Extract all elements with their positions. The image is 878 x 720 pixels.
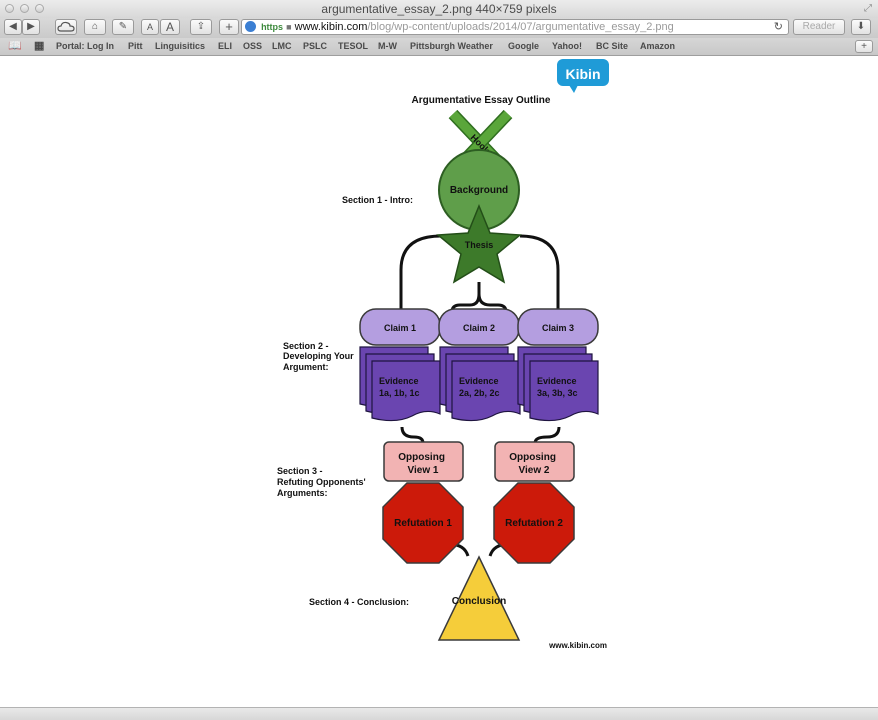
claim-1-box: Claim 1 xyxy=(359,308,441,346)
essay-outline-image: Hook Background Thesis Argumentative Ess… xyxy=(277,59,609,650)
status-bar xyxy=(0,707,878,720)
evidence-2-stack: Evidence 2a, 2b, 2c xyxy=(439,346,521,422)
downloads-button[interactable]: ⬇ xyxy=(851,19,871,35)
refutation-2-octagon: Refutation 2 xyxy=(493,482,575,564)
claim-2-label: Claim 2 xyxy=(463,323,495,333)
diagram-title: Argumentative Essay Outline xyxy=(412,95,551,106)
browser-toolbar: ◀ ▶ ⌂ ✎ A A ⇪ + https ■ www.kibin.com/bl… xyxy=(0,18,878,38)
bookmark-eli[interactable]: ELI xyxy=(218,41,233,51)
back-button[interactable]: ◀ xyxy=(4,19,22,35)
back-arrow-icon: ◀ xyxy=(9,21,17,32)
opposing-view-2-label: Opposing View 2 xyxy=(509,452,558,476)
https-badge: https xyxy=(261,22,284,32)
bookmark-pslc[interactable]: PSLC xyxy=(303,41,328,51)
bookmark-mw[interactable]: M-W xyxy=(378,41,397,51)
icloud-tabs-button[interactable] xyxy=(55,19,77,35)
bookmark-linguistics[interactable]: Linguisitics xyxy=(155,41,206,51)
refutation-1-label: Refutation 1 xyxy=(394,518,452,529)
bookmark-tesol[interactable]: TESOL xyxy=(338,41,369,51)
lock-icon: ■ xyxy=(286,22,292,32)
evidence-2-label: Evidence 2a, 2b, 2c xyxy=(459,376,501,398)
url-path: /blog/wp-content/uploads/2014/07/argumen… xyxy=(367,21,674,33)
font-larger-button[interactable]: A xyxy=(160,19,180,35)
address-bar[interactable]: https ■ www.kibin.com/blog/wp-content/up… xyxy=(241,19,789,35)
bookmarks-bar: 📖 ▦ Portal: Log In Pitt Linguisitics ELI… xyxy=(0,38,878,56)
top-sites-icon[interactable]: ▦ xyxy=(34,40,45,52)
reload-icon[interactable]: ↻ xyxy=(773,21,783,33)
thesis-star xyxy=(436,204,522,284)
kibin-logo-text: Kibin xyxy=(566,66,601,82)
globe-icon xyxy=(245,21,256,32)
opposing-view-1-box: Opposing View 1 xyxy=(383,441,464,482)
cloud-icon xyxy=(57,21,75,32)
background-label: Background xyxy=(450,185,508,196)
claim-3-box: Claim 3 xyxy=(517,308,599,346)
evidence-3-stack: Evidence 3a, 3b, 3c xyxy=(517,346,599,422)
home-button[interactable]: ⌂ xyxy=(84,19,106,35)
bookmark-bc-site[interactable]: BC Site xyxy=(596,41,629,51)
reading-list-icon[interactable]: 📖 xyxy=(8,40,22,52)
bookmark-pittsburgh-weather[interactable]: Pittsburgh Weather xyxy=(410,41,493,51)
zoom-window-button[interactable] xyxy=(35,4,44,13)
evidence-1-label: Evidence 1a, 1b, 1c xyxy=(379,376,421,398)
claim-2-box: Claim 2 xyxy=(438,308,520,346)
conclusion-triangle xyxy=(437,555,521,641)
claim-1-label: Claim 1 xyxy=(384,323,416,333)
pencil-icon: ✎ xyxy=(118,21,128,32)
font-smaller-button[interactable]: A xyxy=(141,19,159,35)
download-icon: ⬇ xyxy=(856,21,866,32)
share-icon: ⇪ xyxy=(196,21,206,32)
reader-button[interactable]: Reader xyxy=(793,19,845,35)
evidence-1-stack: Evidence 1a, 1b, 1c xyxy=(359,346,441,422)
bookmark-portal[interactable]: Portal: Log In xyxy=(56,41,114,51)
font-larger-label: A xyxy=(165,20,174,34)
home-icon: ⌂ xyxy=(91,21,99,32)
thesis-label: Thesis xyxy=(465,240,494,250)
evidence-3-label: Evidence 3a, 3b, 3c xyxy=(537,376,579,398)
bookmark-oss[interactable]: OSS xyxy=(243,41,263,51)
window-title: argumentative_essay_2.png 440×759 pixels xyxy=(321,2,557,16)
section-3-label: Section 3 - Refuting Opponents' Argument… xyxy=(277,466,368,498)
opposing-view-1-label: Opposing View 1 xyxy=(398,452,447,476)
bookmark-lmc[interactable]: LMC xyxy=(272,41,292,51)
add-bookmark-button[interactable]: + xyxy=(855,40,873,53)
kibin-logo: Kibin xyxy=(557,59,609,93)
bookmark-amazon[interactable]: Amazon xyxy=(640,41,676,51)
close-window-button[interactable] xyxy=(5,4,14,13)
edit-button[interactable]: ✎ xyxy=(112,19,134,35)
new-tab-button[interactable]: + xyxy=(219,19,239,35)
section-1-label: Section 1 - Intro: xyxy=(342,195,413,205)
forward-button[interactable]: ▶ xyxy=(22,19,40,35)
bookmark-google[interactable]: Google xyxy=(508,41,539,51)
refutation-1-octagon: Refutation 1 xyxy=(382,482,464,564)
url-host: www.kibin.com xyxy=(294,21,368,33)
section-2-label: Section 2 - Developing Your Argument: xyxy=(283,341,356,372)
footer-url: www.kibin.com xyxy=(548,641,607,650)
opposing-view-2-box: Opposing View 2 xyxy=(494,441,575,482)
share-button[interactable]: ⇪ xyxy=(190,19,212,35)
bookmark-yahoo[interactable]: Yahoo! xyxy=(552,41,583,51)
minimize-window-button[interactable] xyxy=(20,4,29,13)
section-4-label: Section 4 - Conclusion: xyxy=(309,597,409,607)
forward-arrow-icon: ▶ xyxy=(27,21,35,32)
font-smaller-label: A xyxy=(146,22,153,32)
refutation-2-label: Refutation 2 xyxy=(505,518,563,529)
claim-3-label: Claim 3 xyxy=(542,323,574,333)
fullscreen-icon[interactable]: ⤢ xyxy=(864,3,872,14)
plus-icon: + xyxy=(225,19,233,34)
title-bar: argumentative_essay_2.png 440×759 pixels… xyxy=(0,0,878,18)
bookmark-pitt[interactable]: Pitt xyxy=(128,41,143,51)
plus-icon: + xyxy=(861,41,867,52)
conclusion-label: Conclusion xyxy=(452,596,506,607)
